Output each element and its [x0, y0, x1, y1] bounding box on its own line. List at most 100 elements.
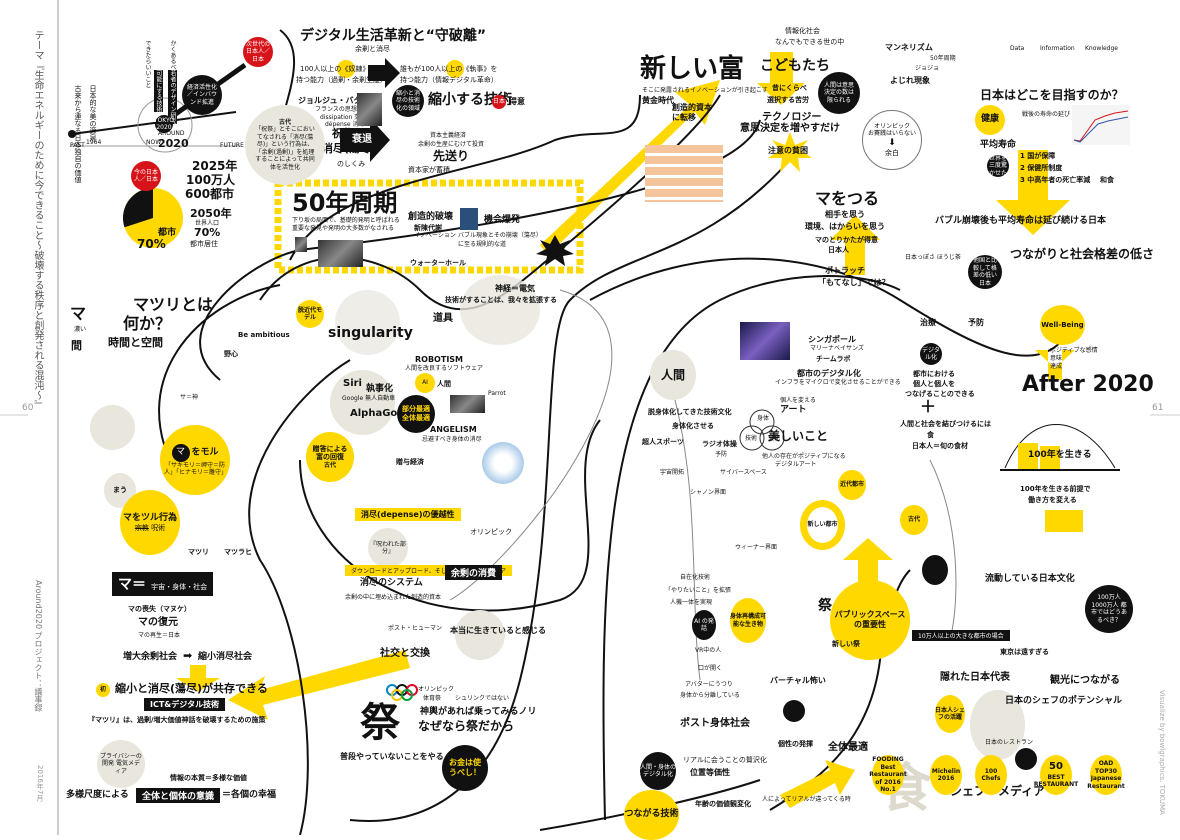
current-japan-node: 今の日本人／日本 [131, 161, 161, 191]
partial: 部分最適 [402, 405, 430, 414]
food-link: 人間と社会を結びつけるには [900, 420, 991, 428]
timeline-note: かくあるべきこと [169, 40, 176, 88]
japan-badge: 日本 [492, 95, 506, 109]
tea: 日本っぽさ ほうじ茶 [905, 254, 961, 261]
art: アート [780, 405, 807, 415]
black-node [783, 700, 805, 722]
life-expectancy: 平均寿命 [980, 140, 1017, 150]
food-link: 食 [927, 431, 934, 439]
ma-tsuru-point: 日本人 [828, 246, 849, 254]
happiness: ＝各個の幸福 [222, 790, 277, 800]
chart-photo [318, 240, 363, 267]
accumulate-label: 資本家が蓄積 [408, 166, 450, 174]
innovation: イノベーション [414, 232, 456, 239]
human-item: ラジオ体操 [702, 440, 737, 448]
mech-label: のしくみ [337, 160, 366, 168]
ma-kanji: マ [70, 304, 87, 323]
info-past: 昔にくらべ [772, 84, 807, 92]
social-exchange: 社交と交換 [380, 648, 430, 659]
venn-body: 身体 [757, 415, 770, 422]
virtual-fear: バーチャル怖い [770, 676, 826, 685]
siri-circle [330, 370, 395, 435]
not-shrink: シュリンクではない [455, 695, 510, 702]
wellbeing-item: 意味 [1050, 355, 1063, 362]
venn-culture: 文化 [768, 435, 781, 442]
info-anything: なんでもできる世の中 [775, 38, 845, 46]
decision-limit-circle: 人間は意思決定の数は限られる [818, 72, 860, 114]
tool-circle [460, 275, 540, 345]
pie-label: 都市 [158, 228, 177, 238]
waterfall: ウォーターホール [410, 259, 466, 267]
food-link: 日本人＝旬の食材 [912, 442, 968, 450]
data-label: Data [1010, 45, 1025, 52]
health-point: 3 中高年者の死亡率減 [1020, 176, 1091, 184]
date: 2016年7月 [36, 765, 44, 802]
butler: 執事化 [366, 384, 394, 394]
cycle-desc: 下り坂の局面で、基礎的発明と呼ばれる [292, 217, 400, 224]
body-reconfig-circle: 身体再構成可能な生き物 [730, 598, 766, 643]
shrink-tech: 縮小する技術 [428, 92, 512, 108]
bataille-sub: フランスの思想家 [315, 106, 363, 113]
chart-label: 戦後の寿命の延び [1022, 111, 1071, 118]
stat-2050: 2050年 [190, 207, 232, 220]
human-item: 超人スポーツ [642, 438, 684, 446]
timeline-past: PAST [70, 142, 85, 149]
capital-label: 資本主義経済 [430, 132, 467, 139]
children: こどもたち [760, 58, 830, 74]
bataille-label: ジョルジュ・バタイユ [298, 96, 378, 105]
slaves-text: 100人以上の《奴隷》を [300, 65, 377, 73]
ai-burst: AI [415, 373, 435, 393]
pie-slice-other [123, 188, 153, 228]
robotism: ROBOTISM [415, 355, 464, 364]
google-car: Google 無人自動車 [342, 395, 396, 402]
project-title: Around2020 プロジェクト：議事録 [34, 580, 43, 712]
timeline-note: 日本的な美の源泉 [89, 85, 97, 141]
hidden-japan: 隠れた日本代表 [940, 672, 1010, 683]
ma-tsuru-point: 環境、はからいを思う [805, 222, 885, 231]
depense: dépense 消尽 [325, 121, 365, 128]
tourism: 観光につながる [1050, 675, 1120, 686]
olympic-label: オリンピック [418, 686, 455, 693]
ma-eq-sub: 宇宙・身体・社会 [151, 583, 208, 591]
stat-pct: 70% [194, 226, 221, 239]
human-circle: 人間 [650, 350, 696, 400]
policy: 『マツリ』は、過剰/増大価値神話を破壊するための施策 [88, 716, 266, 724]
arrow-right-icon: ➡ [183, 649, 193, 662]
timeline-note: 古来から連なる日本独自の価値 [74, 85, 82, 183]
million-circle: 100万人 1000万人 都市ではどうあるべき？ [1085, 585, 1133, 633]
post-body-society: ポスト身体社会 [680, 718, 750, 729]
cursed-circle: 『呪われた部分』 [368, 528, 408, 568]
postpone-label: 先送り [433, 149, 470, 163]
credit: Visualize by bowlgraphics. TOKUMA [1158, 690, 1166, 815]
wealth-sub: そこに発露されるイノベーションが引き起こす [642, 87, 768, 94]
ict-box: ICT&デジタル技術 [144, 698, 226, 711]
olympic-text: オリンピック [873, 122, 910, 130]
ma-tsuru-point: 相手を思う [825, 210, 865, 219]
creative-capital: 創造的資本 [672, 103, 712, 112]
be-ambitious: Be ambitious [238, 331, 290, 339]
extend: 技術がすることは、我々を拡張する [445, 296, 557, 304]
post-modern-burst: 脱近代モデル [296, 300, 324, 328]
public-space-circle: パブリックスペースの重要性 [830, 580, 910, 660]
robotism-sub: 人間を改良するソフトウェア [405, 365, 484, 372]
festival-label: 祝祭 [332, 127, 354, 140]
human-item: 身体化させる [672, 422, 714, 430]
new-matsuri: 新しい祭 [832, 640, 860, 648]
restaurant: 日本のレストラン [985, 739, 1034, 746]
privacy-circle: プライバシーの開発 電気メディア [97, 740, 145, 788]
infra: インフラをマイクロで変化させることができる [775, 379, 901, 386]
jojo: ジョジョ [915, 65, 940, 72]
award-sub: 2016 [937, 775, 955, 782]
attention-poverty: 注意の貧困 [768, 146, 808, 155]
taiiku: 体育祭 [423, 695, 442, 702]
wellbeing-item: ポジティブな感情 [1050, 347, 1098, 354]
opportunity-boom: 機会爆発 [484, 215, 521, 225]
unity: 人機一体を実現 [670, 599, 713, 606]
system-sub: ダウンロードとアップロード、そしてソーシャルメディア [345, 565, 513, 576]
surplus-society: 増大余剰社会 [123, 652, 178, 662]
ma-rebirth: マの再生＝日本 [138, 632, 181, 639]
time-space: 時間と空間 [108, 336, 163, 349]
